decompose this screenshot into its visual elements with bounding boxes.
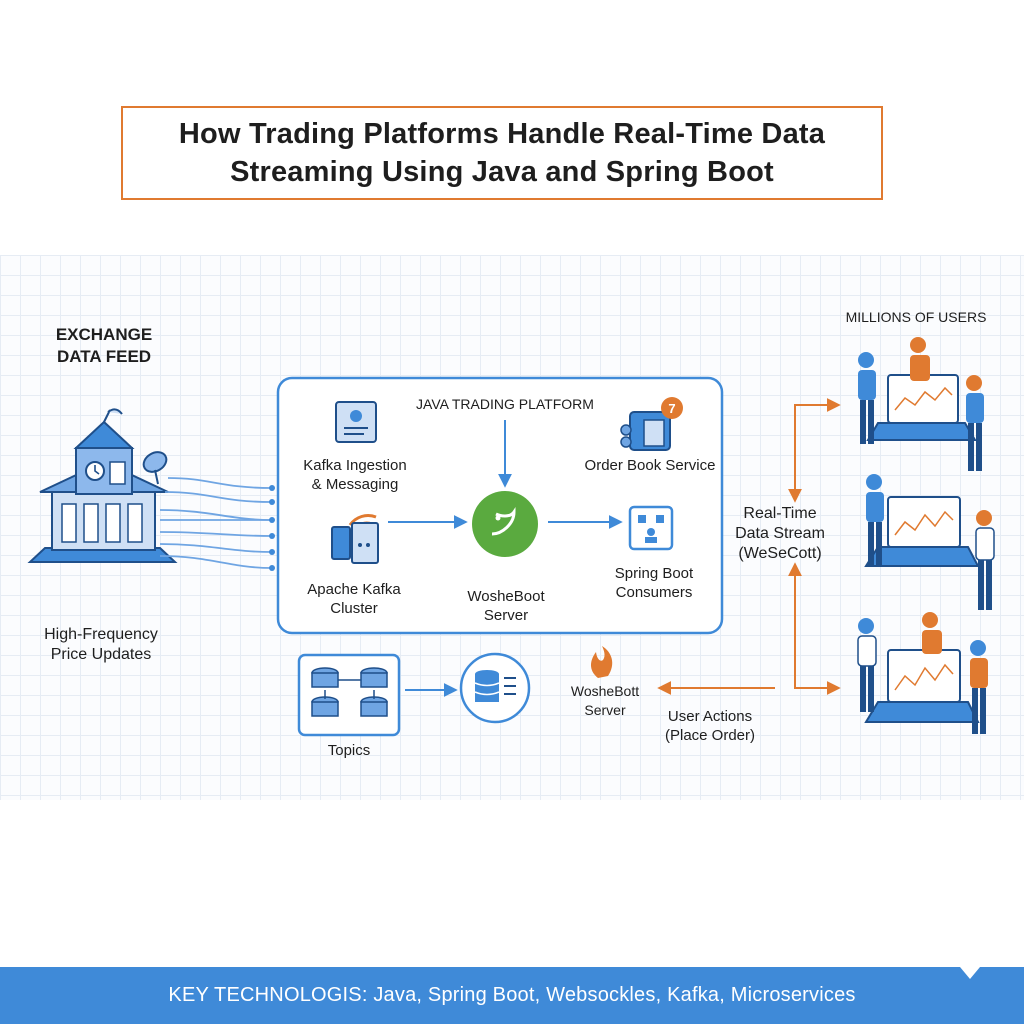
feed-lines xyxy=(159,477,273,569)
server-label-line-2: Server xyxy=(483,607,529,624)
arrow-stream-bottom xyxy=(788,562,841,695)
footer-notch xyxy=(960,967,980,979)
users-with-laptop-icon xyxy=(858,337,984,471)
exchange-caption: High-Frequency Price Updates xyxy=(26,625,176,665)
user-actions-label: User Actions (Place Order) xyxy=(650,707,770,745)
consumers-icon xyxy=(628,505,674,551)
stream-label-line-1: Real-Time xyxy=(743,505,817,522)
exchange-caption-line-1: High-Frequency xyxy=(44,626,158,643)
kafka-cluster-line-2: Cluster xyxy=(330,600,378,617)
title-box: How Trading Platforms Handle Real-Time D… xyxy=(121,106,883,200)
bott-server-label: WosheBott Server xyxy=(560,682,650,720)
consumers-label-line-1: Spring Boot xyxy=(614,565,694,582)
kafka-ingestion-line-2: & Messaging xyxy=(311,476,399,493)
order-book-badge-text: 7 xyxy=(668,401,675,416)
message-box-icon xyxy=(335,401,377,443)
kafka-ingestion-line-1: Kafka Ingestion xyxy=(303,457,407,474)
exchange-caption-line-2: Price Updates xyxy=(50,646,152,663)
order-book-icon xyxy=(620,411,671,451)
exchange-building-icon xyxy=(27,408,178,563)
stream-label-line-3: (WeSeCott) xyxy=(738,545,822,562)
title-line-1: How Trading Platforms Handle Real-Time D… xyxy=(178,118,826,150)
kafka-cluster-line-1: Apache Kafka xyxy=(307,581,401,598)
bott-server-line-2: Server xyxy=(584,702,626,718)
order-book-label: Order Book Service xyxy=(584,457,716,474)
feed-line-dots xyxy=(269,485,275,571)
consumers-label: Spring Boot Consumers xyxy=(596,564,712,602)
users-with-laptop-icon-2 xyxy=(864,474,995,610)
exchange-heading-line-2: DATA FEED xyxy=(56,347,152,366)
arrow-stream-top xyxy=(788,398,841,503)
spring-boot-icon xyxy=(472,491,538,557)
exchange-heading: EXCHANGE DATA FEED xyxy=(46,324,162,368)
order-book-badge xyxy=(661,397,683,419)
footer-text: KEY TECHNOLOGIS: Java, Spring Boot, Webs… xyxy=(168,984,856,1006)
title-line-2: Streaming Using Java and Spring Boot xyxy=(230,156,774,188)
users-with-laptop-icon-3 xyxy=(857,612,988,734)
user-actions-line-2: (Place Order) xyxy=(664,727,756,744)
kafka-cluster-icon xyxy=(331,514,379,564)
users-heading: MILLIONS OF USERS xyxy=(845,309,987,325)
user-actions-line-1: User Actions xyxy=(667,708,753,725)
exchange-heading-line-1: EXCHANGE xyxy=(55,325,153,344)
stream-label-line-2: Data Stream xyxy=(735,525,825,542)
consumers-label-line-2: Consumers xyxy=(615,584,693,601)
stream-label: Real-Time Data Stream (WeSeCott) xyxy=(730,504,830,564)
server-label: WosheBoot Server xyxy=(450,587,562,625)
bott-server-line-1: WosheBott xyxy=(570,683,640,699)
kafka-ingestion-label: Kafka Ingestion & Messaging xyxy=(290,456,420,494)
database-icon xyxy=(459,652,531,724)
database-cluster-icon xyxy=(311,667,388,717)
server-label-line-1: WosheBoot xyxy=(467,588,545,605)
flame-icon xyxy=(591,646,613,678)
kafka-cluster-label: Apache Kafka Cluster xyxy=(294,580,414,618)
footer-bar: KEY TECHNOLOGIS: Java, Spring Boot, Webs… xyxy=(0,967,1024,1024)
platform-title: JAVA TRADING PLATFORM xyxy=(416,396,594,412)
topics-box xyxy=(297,653,401,737)
topics-label: Topics xyxy=(327,742,371,759)
